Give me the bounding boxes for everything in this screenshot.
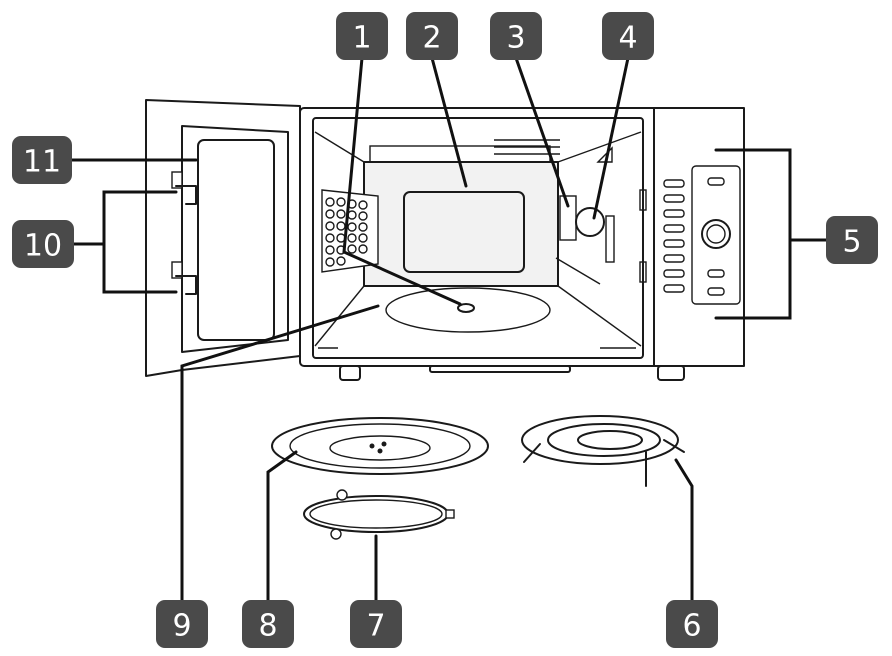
control-knob <box>701 219 731 249</box>
callout-3: 3 <box>490 12 542 60</box>
callout-8-label: 8 <box>258 609 277 644</box>
callout-9-label: 9 <box>172 609 191 644</box>
callout-5-label: 5 <box>842 225 861 260</box>
turntable-coupler <box>457 303 475 313</box>
callout-6: 6 <box>666 600 718 648</box>
callout-11-label: 11 <box>23 145 61 180</box>
microwave-door <box>145 99 301 377</box>
roller-ring <box>303 489 455 540</box>
callout-4-label: 4 <box>618 21 637 56</box>
grill-element <box>403 191 525 273</box>
callout-11: 11 <box>12 136 72 184</box>
callout-1: 1 <box>336 12 388 60</box>
left-wall-vent <box>321 189 379 273</box>
callout-6-label: 6 <box>682 609 701 644</box>
callout-3-label: 3 <box>506 21 525 56</box>
door-latches <box>171 171 197 295</box>
callout-1-label: 1 <box>352 21 371 56</box>
callout-7: 7 <box>350 600 402 648</box>
leader-lines <box>58 56 828 606</box>
callout-8: 8 <box>242 600 294 648</box>
waveguide-cover <box>575 207 605 237</box>
callout-10: 10 <box>12 220 74 268</box>
callout-7-label: 7 <box>366 609 385 644</box>
grill-rack <box>521 415 685 487</box>
control-buttons <box>663 177 725 296</box>
callout-2: 2 <box>406 12 458 60</box>
callout-4: 4 <box>602 12 654 60</box>
callout-5: 5 <box>826 216 878 264</box>
door-window <box>197 139 275 341</box>
glass-turntable <box>271 417 489 475</box>
callout-2-label: 2 <box>422 21 441 56</box>
callout-10-label: 10 <box>24 229 62 264</box>
microwave-body <box>299 107 745 381</box>
callout-9: 9 <box>156 600 208 648</box>
